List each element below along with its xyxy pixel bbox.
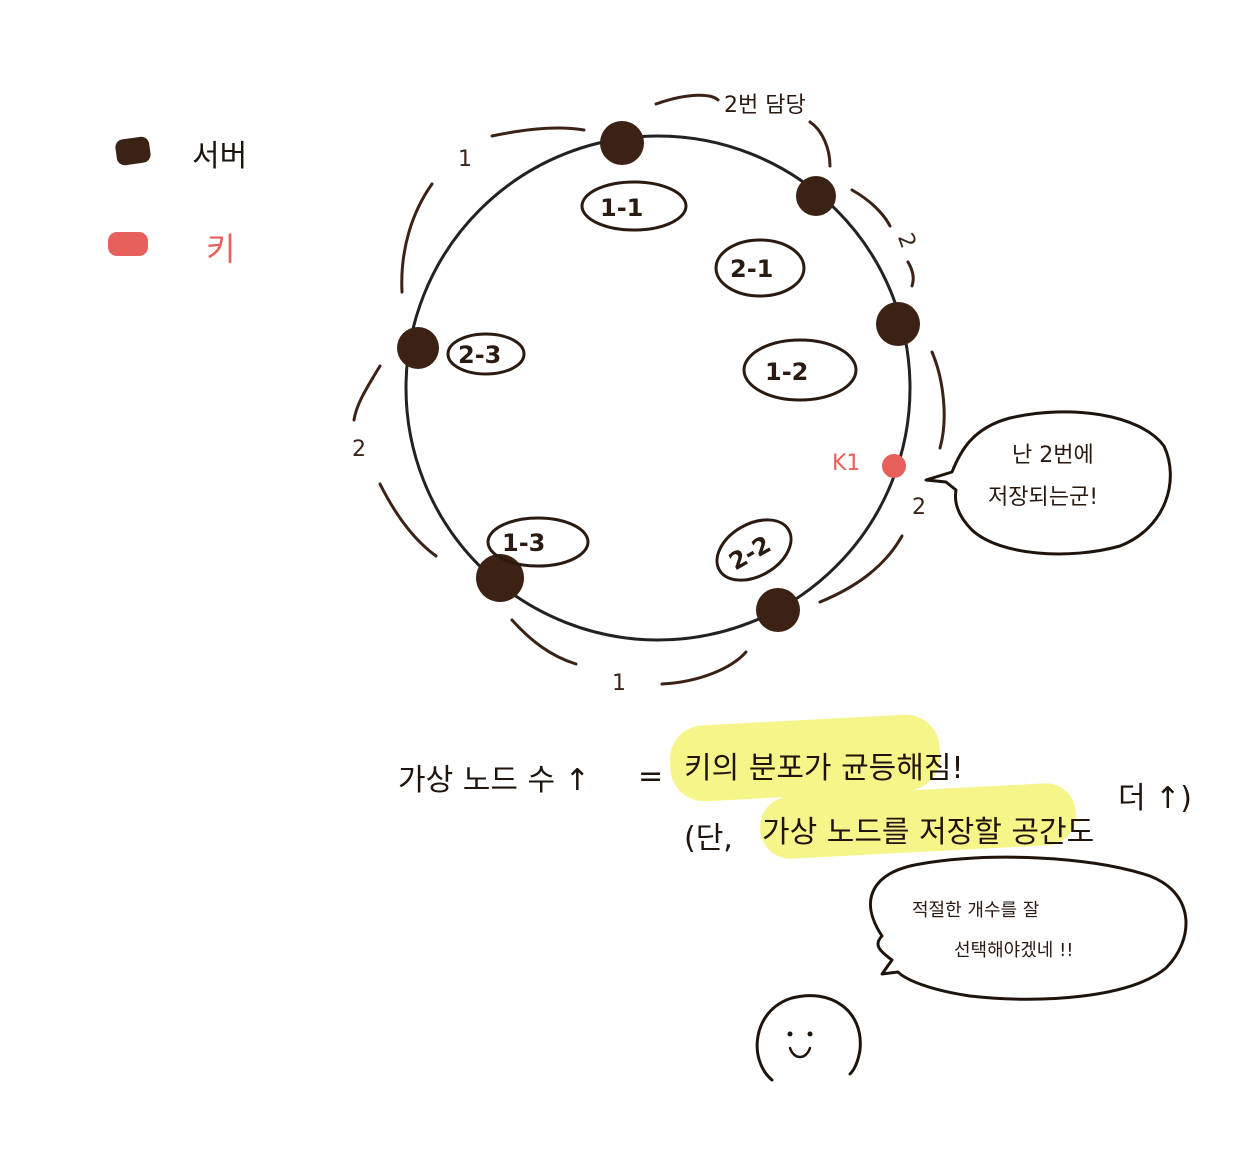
key-bubble-line1: 난 2번에 (1012, 443, 1094, 468)
virtual-node-2-2: 2-2 (715, 518, 793, 582)
arc-top-left (490, 126, 586, 138)
arc-top-right (654, 93, 720, 106)
virtual-node-1-1: 1-1 (580, 180, 688, 232)
server-node (600, 121, 644, 165)
legend-key-label: 키 (206, 230, 235, 268)
arc-left-upper (400, 182, 434, 294)
arc-label: 2 (912, 495, 926, 520)
arc-bottom-left (510, 618, 578, 666)
note-line2-open: (단, (684, 821, 733, 856)
virtual-node-1-2: 1-2 (742, 338, 858, 402)
character-bubble-line1: 적절한 개수를 잘 (912, 900, 1039, 921)
character-eye-right (807, 1031, 813, 1037)
legend-server-swatch (115, 136, 151, 166)
server-node (756, 588, 800, 632)
note-line2-highlight: 가상 노드를 저장할 공간도 (762, 815, 1094, 850)
arc-left-lower (378, 482, 438, 558)
server-node (796, 176, 836, 216)
svg-text:2-3: 2-3 (458, 341, 501, 369)
svg-text:1-2: 1-2 (765, 358, 808, 386)
virtual-nodes: 1-1 2-1 1-2 2-3 1-3 2-2 (446, 180, 858, 582)
highlight-line2 (760, 783, 1076, 859)
server-node (876, 302, 920, 346)
legend: 서버 키 (108, 136, 247, 268)
key-speech-bubble: 난 2번에 저장되는군! (924, 410, 1172, 556)
arc-label: 2 (892, 230, 920, 252)
note-line1-eq: = (638, 759, 663, 794)
conclusion-notes: 가상 노드 수 ↑ = 키의 분포가 균등해짐! (단, 가상 노드를 저장할 … (398, 751, 1192, 856)
arc-right-mid (930, 350, 946, 450)
svg-text:1-1: 1-1 (600, 194, 643, 222)
ring-arcs (352, 93, 946, 686)
note-line1-right: 키의 분포가 균등해짐! (684, 751, 964, 786)
server-nodes (397, 121, 920, 632)
svg-text:1-3: 1-3 (502, 529, 545, 557)
character-mouth (788, 1046, 812, 1059)
server-node (476, 554, 524, 602)
legend-server-label: 서버 (192, 139, 247, 174)
legend-key-swatch (108, 232, 148, 256)
character-eye-left (787, 1031, 793, 1037)
character (755, 994, 862, 1082)
arc-top-right-2 (808, 120, 832, 168)
arc-bottom-right (660, 650, 748, 686)
virtual-node-1-3: 1-3 (486, 516, 590, 568)
svg-text:2-2: 2-2 (724, 530, 776, 576)
arc-label: 2 (352, 437, 366, 462)
arc-right-lower (818, 534, 904, 604)
hash-ring (404, 134, 912, 642)
character-head (755, 994, 862, 1082)
key-label: K1 (832, 451, 860, 476)
highlight-line1 (669, 714, 941, 802)
arc-left-mid (352, 364, 382, 422)
virtual-node-2-3: 2-3 (446, 332, 526, 376)
character-speech-bubble: 적절한 개수를 잘 선택해야겠네 !! (869, 855, 1188, 1001)
key-bubble-line2: 저장되는군! (988, 485, 1098, 510)
character-bubble-line2: 선택해야겠네 !! (954, 940, 1074, 961)
highlights (669, 714, 1076, 859)
arc-label: 1 (458, 147, 472, 172)
note-line1-left: 가상 노드 수 ↑ (398, 763, 590, 798)
note-line2-tail: 더 ↑) (1118, 781, 1192, 816)
key-k1: K1 (832, 451, 906, 478)
arc-right-upper-2 (906, 260, 915, 288)
svg-text:2-1: 2-1 (730, 255, 773, 283)
key-dot (882, 454, 906, 478)
top-note: 2번 담당 (724, 93, 806, 118)
virtual-node-2-1: 2-1 (714, 238, 806, 298)
arc-label: 1 (612, 671, 626, 696)
arc-right-upper (850, 188, 892, 228)
server-node (397, 327, 439, 369)
